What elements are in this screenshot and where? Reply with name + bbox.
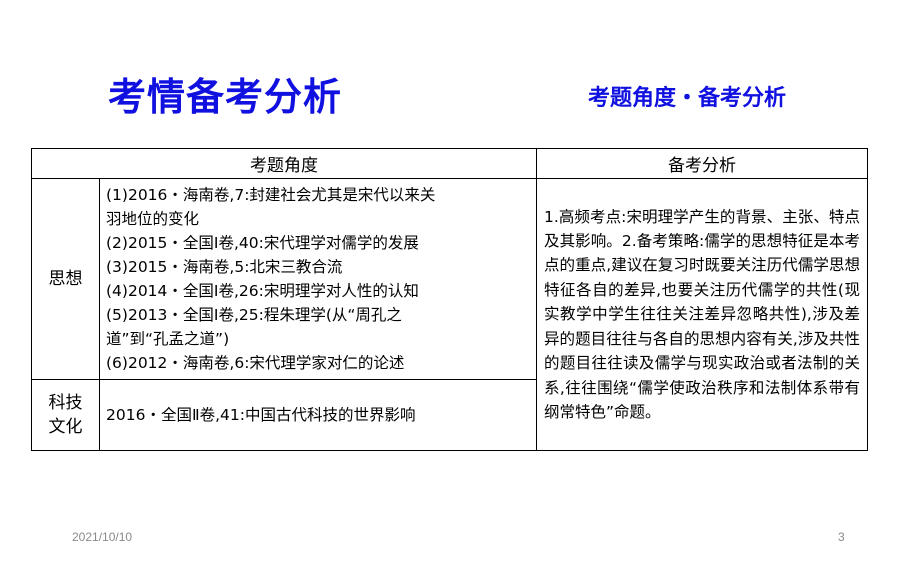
category-line: 文化 xyxy=(48,417,83,437)
page-title: 考情备考分析 xyxy=(108,75,343,119)
category-thought: 思想 xyxy=(31,178,100,380)
list-item: (4)2014・全国Ⅰ卷,26:宋明理学对人性的认知 xyxy=(106,282,419,300)
category-line: 科技 xyxy=(48,393,83,413)
items-tech-culture: 2016・全国Ⅱ卷,41:中国古代科技的世界影响 xyxy=(99,379,537,451)
analysis-table: 考题角度 备考分析 思想 (1)2016・海南卷,7:封建社会尤其是宋代以来关 … xyxy=(31,148,868,451)
list-item: 道”到“孔孟之道”) xyxy=(106,330,230,348)
table-row: 思想 (1)2016・海南卷,7:封建社会尤其是宋代以来关 羽地位的变化 (2)… xyxy=(31,178,868,451)
list-item: 羽地位的变化 xyxy=(106,210,200,228)
category-tech-culture: 科技 文化 xyxy=(31,379,100,451)
page-subtitle: 考题角度・备考分析 xyxy=(588,86,787,111)
list-item: 2016・全国Ⅱ卷,41:中国古代科技的世界影响 xyxy=(106,406,416,424)
prep-analysis-text: 1.高频考点:宋明理学产生的背景、主张、特点及其影响。2.备考策略:儒学的思想特… xyxy=(536,178,868,451)
header-prep-analysis: 备考分析 xyxy=(536,148,868,179)
list-item: (3)2015・海南卷,5:北宋三教合流 xyxy=(106,258,343,276)
table-header-row: 考题角度 备考分析 xyxy=(31,148,868,179)
list-item: (6)2012・海南卷,6:宋代理学家对仁的论述 xyxy=(106,354,405,372)
items-thought: (1)2016・海南卷,7:封建社会尤其是宋代以来关 羽地位的变化 (2)201… xyxy=(99,178,537,380)
header-exam-angle: 考题角度 xyxy=(31,148,537,179)
page-number: 3 xyxy=(838,530,845,544)
list-item: (5)2013・全国Ⅰ卷,25:程朱理学(从“周孔之 xyxy=(106,306,402,324)
table-row: 科技 文化 2016・全国Ⅱ卷,41:中国古代科技的世界影响 xyxy=(31,379,868,451)
footer-date: 2021/10/10 xyxy=(72,530,133,544)
list-item: (1)2016・海南卷,7:封建社会尤其是宋代以来关 xyxy=(106,186,436,204)
list-item: (2)2015・全国Ⅰ卷,40:宋代理学对儒学的发展 xyxy=(106,234,419,252)
